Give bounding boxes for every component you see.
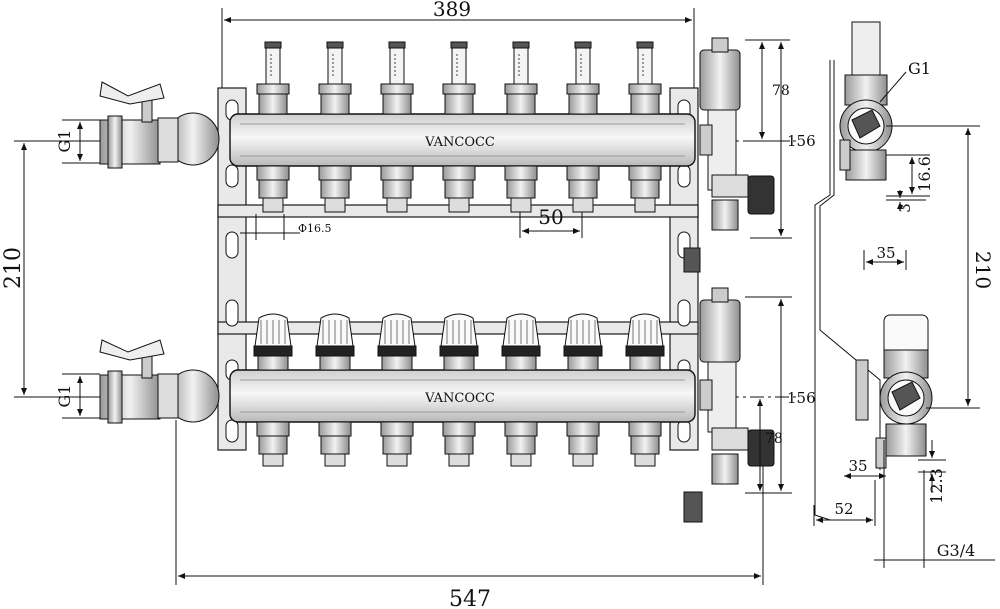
side-view [814, 21, 933, 521]
outlet-fitting [442, 421, 476, 467]
outlet-fitting [628, 421, 662, 467]
flowmeter [628, 41, 662, 115]
valve-cap [563, 313, 603, 371]
outlet-fitting [256, 421, 290, 467]
side-3-label: 3 [896, 203, 914, 213]
lower-valve-caps [253, 313, 665, 371]
outlet-fitting [566, 165, 600, 213]
dimension-left-height: 210 [1, 140, 105, 398]
upper-ball-valve [99, 81, 220, 169]
outlet-fitting [442, 165, 476, 213]
side-dim-g1: G1 [879, 59, 931, 103]
flowmeter [318, 41, 352, 115]
side-52-label: 52 [834, 500, 853, 518]
dimension-top-width: 389 [221, 0, 695, 88]
dimension-547-label: 547 [449, 587, 491, 609]
lower-78-label: 78 [765, 431, 783, 447]
g1-bottom-label: G1 [55, 385, 74, 408]
side-12-3-label: 12.3 [927, 468, 946, 504]
side-g1-label: G1 [908, 59, 931, 78]
dimension-210-left-label: 210 [1, 247, 26, 289]
valve-cap [625, 313, 665, 371]
upper-156-label: 156 [787, 132, 816, 150]
side-210-label: 210 [971, 251, 995, 289]
outlet-fitting [380, 165, 414, 213]
dimension-389-label: 389 [433, 0, 471, 21]
flowmeter [442, 41, 476, 115]
valve-cap [315, 313, 355, 371]
side-dim-12-3: 12.3 [918, 440, 946, 504]
side-dim-35-top: 35 [863, 244, 907, 270]
upper-air-vent-assembly [699, 37, 775, 231]
side-dim-16-6: 16.6 [886, 154, 934, 197]
side-flowmeter [851, 21, 881, 81]
outlet-fitting [504, 165, 538, 213]
upper-manifold-bar: VANCOCC [229, 113, 696, 167]
outlet-fitting [566, 421, 600, 467]
dimension-lower-156: 156 [745, 296, 816, 494]
lower-brand-label: VANCOCC [424, 391, 495, 406]
outlet-fitting [380, 421, 414, 467]
side-dim-210: 210 [886, 125, 995, 409]
side-dim-g3-4: G3/4 [874, 470, 995, 568]
flowmeter [256, 41, 290, 115]
valve-handle-icon [99, 339, 165, 361]
outlet-fitting [256, 165, 290, 213]
outlet-fitting [628, 165, 662, 213]
flowmeter [380, 41, 414, 115]
valve-cap [377, 313, 417, 371]
flowmeter [566, 41, 600, 115]
upper-brand-label: VANCOCC [424, 135, 495, 150]
outlet-diameter-label: Φ16.5 [298, 222, 332, 235]
bracket-screw [683, 247, 701, 273]
upper-flowmeters [256, 41, 662, 115]
side-dim-3: 3 [886, 190, 926, 213]
valve-cap [501, 313, 541, 371]
side-g3-4-label: G3/4 [937, 541, 976, 560]
dimension-outlet-diameter: Φ16.5 [240, 214, 332, 240]
dimension-lower-78: 78 [757, 399, 783, 491]
lower-manifold-bar: VANCOCC [229, 369, 696, 423]
side-dim-52: 52 [813, 480, 876, 526]
flowmeter [504, 41, 538, 115]
outlet-fitting [504, 421, 538, 467]
g1-top-label: G1 [55, 130, 74, 153]
lower-ball-valve [99, 339, 220, 424]
dimension-overall-width: 547 [175, 420, 764, 609]
lower-outlets [256, 421, 662, 467]
valve-cap [439, 313, 479, 371]
dimension-g1-top: G1 [55, 119, 100, 164]
dimension-outlet-spacing: 50 [519, 205, 583, 238]
side-35-bottom-label: 35 [848, 457, 867, 475]
valve-cap [253, 313, 293, 371]
side-35-top-label: 35 [876, 244, 895, 262]
outlet-fitting [318, 421, 352, 467]
side-16-6-label: 16.6 [915, 156, 934, 192]
dimension-g1-bottom: G1 [55, 373, 100, 419]
outlet-spacing-label: 50 [538, 205, 563, 229]
upper-outlets [256, 165, 662, 213]
valve-handle-icon [99, 81, 165, 105]
dimension-upper-156: 156 [750, 42, 816, 239]
lower-156-label: 156 [787, 389, 816, 407]
outlet-fitting [318, 165, 352, 213]
dimension-upper-78: 78 [745, 39, 790, 142]
